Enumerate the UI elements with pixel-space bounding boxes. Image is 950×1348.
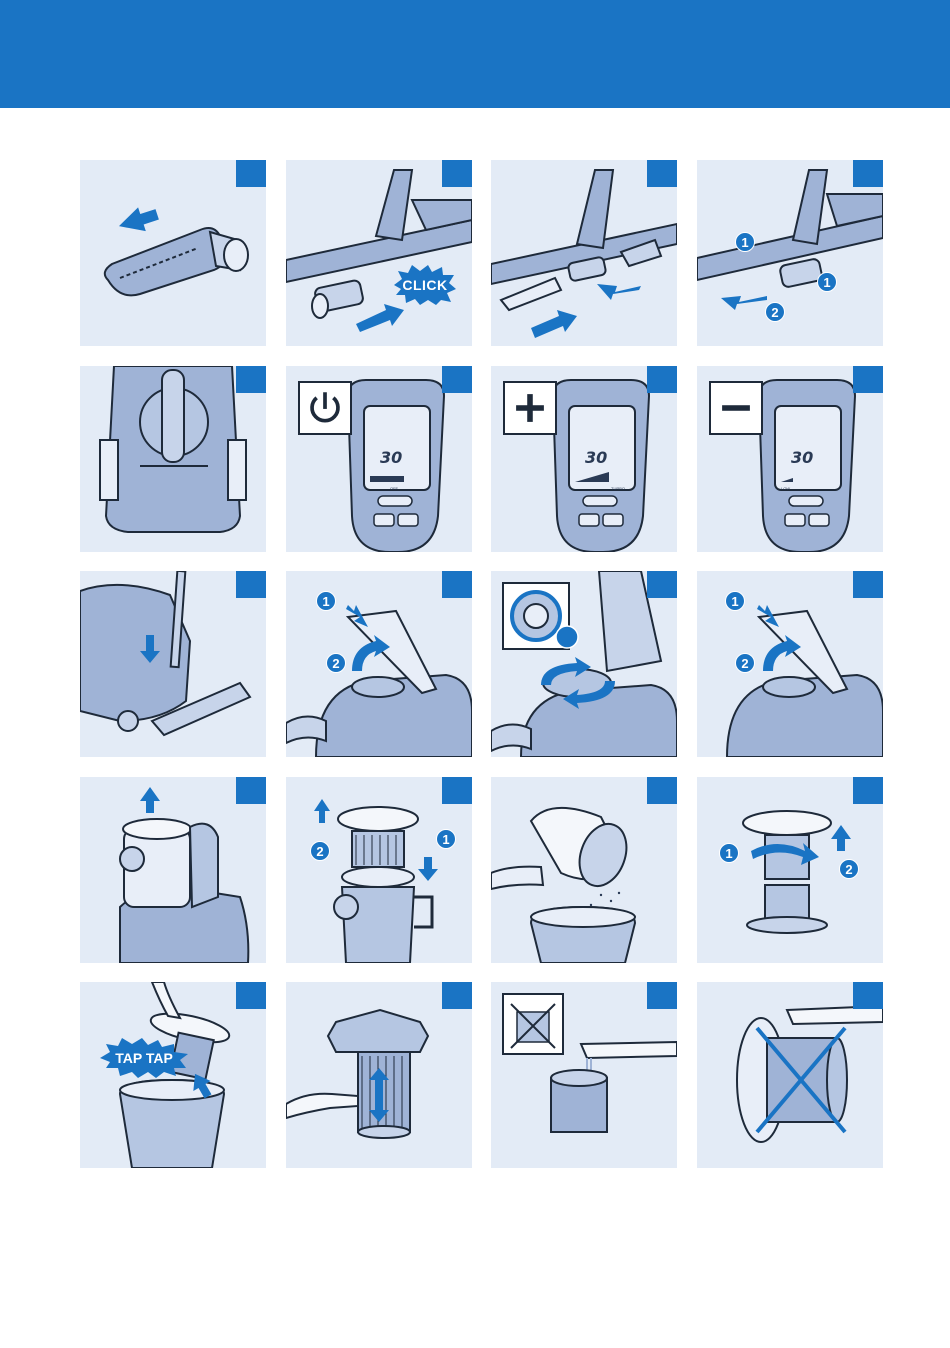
vacuum-top-illustration <box>80 366 266 552</box>
release-buttons-illustration <box>697 160 883 346</box>
hose-handle-illustration <box>80 160 266 346</box>
tube-disconnect-illustration <box>491 160 677 346</box>
panel-9 <box>80 571 266 757</box>
step-number-box <box>236 982 266 1009</box>
step-number-box <box>236 160 266 187</box>
step-badge-2: 2 <box>765 302 785 322</box>
power-icon <box>300 383 350 433</box>
panel-1 <box>80 160 266 346</box>
step-badge-2: 2 <box>735 653 755 673</box>
step-number-box <box>442 571 472 598</box>
separate-container-illustration <box>286 777 472 963</box>
mode-label: OFF <box>390 486 398 491</box>
step-number-box <box>442 366 472 393</box>
panel-18 <box>286 982 472 1168</box>
tap-tap-label: TAP TAP <box>100 1038 188 1078</box>
no-machine-wash-illustration <box>697 982 883 1168</box>
minus-icon-box <box>709 381 763 435</box>
timer-display: 30 <box>791 448 813 467</box>
panel-14: 1 2 <box>286 777 472 963</box>
empty-container-illustration <box>491 777 677 963</box>
panel-12: 1 2 <box>697 571 883 757</box>
instruction-grid: CLICK 1 1 2 <box>80 160 883 1168</box>
mode-label: LOW <box>781 486 790 491</box>
step-number-box <box>647 982 677 1009</box>
open-lid-illustration <box>286 571 472 757</box>
brush-filter-illustration <box>286 982 472 1168</box>
panel-19 <box>491 982 677 1168</box>
panel-11 <box>491 571 677 757</box>
panel-2: CLICK <box>286 160 472 346</box>
panel-17: TAP TAP <box>80 982 266 1168</box>
step-number-box <box>236 777 266 804</box>
step-number-box <box>853 571 883 598</box>
panel-16: 1 2 <box>697 777 883 963</box>
timer-display: 30 <box>380 448 402 467</box>
plus-icon <box>505 383 555 433</box>
panel-10: 1 2 <box>286 571 472 757</box>
plus-icon-box <box>503 381 557 435</box>
minus-icon <box>711 383 761 433</box>
panel-3 <box>491 160 677 346</box>
power-icon-box <box>298 381 352 435</box>
step-number-box <box>647 366 677 393</box>
step-number-box <box>442 160 472 187</box>
step-number-box <box>442 777 472 804</box>
step-number-box <box>647 571 677 598</box>
turn-lock-illustration <box>491 571 677 757</box>
step-badge-1: 1 <box>817 272 837 292</box>
panel-8: 30 LOW <box>697 366 883 552</box>
panel-4: 1 1 2 <box>697 160 883 346</box>
step-number-box <box>853 366 883 393</box>
step-badge-2: 2 <box>310 841 330 861</box>
step-badge-1: 1 <box>725 591 745 611</box>
panel-15 <box>491 777 677 963</box>
step-number-box <box>647 777 677 804</box>
panel-13 <box>80 777 266 963</box>
rinse-filter-illustration <box>491 982 677 1168</box>
step-number-box <box>236 571 266 598</box>
step-number-box <box>442 982 472 1009</box>
panel-20 <box>697 982 883 1168</box>
header-bar <box>0 0 950 108</box>
step-badge-1: 1 <box>316 591 336 611</box>
step-number-box <box>853 160 883 187</box>
panel-7: 30 TURBO <box>491 366 677 552</box>
tube-connect-illustration <box>286 160 472 346</box>
step-badge-1: 1 <box>436 829 456 849</box>
step-badge-2: 2 <box>326 653 346 673</box>
remove-container-illustration <box>80 777 266 963</box>
timer-display: 30 <box>585 448 607 467</box>
panel-5 <box>80 366 266 552</box>
parking-position-illustration <box>80 571 266 757</box>
step-number-box <box>853 982 883 1009</box>
step-number-box <box>853 777 883 804</box>
step-badge-2: 2 <box>839 859 859 879</box>
click-label: CLICK <box>394 265 456 305</box>
mode-label: TURBO <box>611 486 625 491</box>
panel-6: 30 OFF <box>286 366 472 552</box>
step-badge-1: 1 <box>735 232 755 252</box>
step-number-box <box>647 160 677 187</box>
step-number-box <box>236 366 266 393</box>
step-badge-1: 1 <box>719 843 739 863</box>
